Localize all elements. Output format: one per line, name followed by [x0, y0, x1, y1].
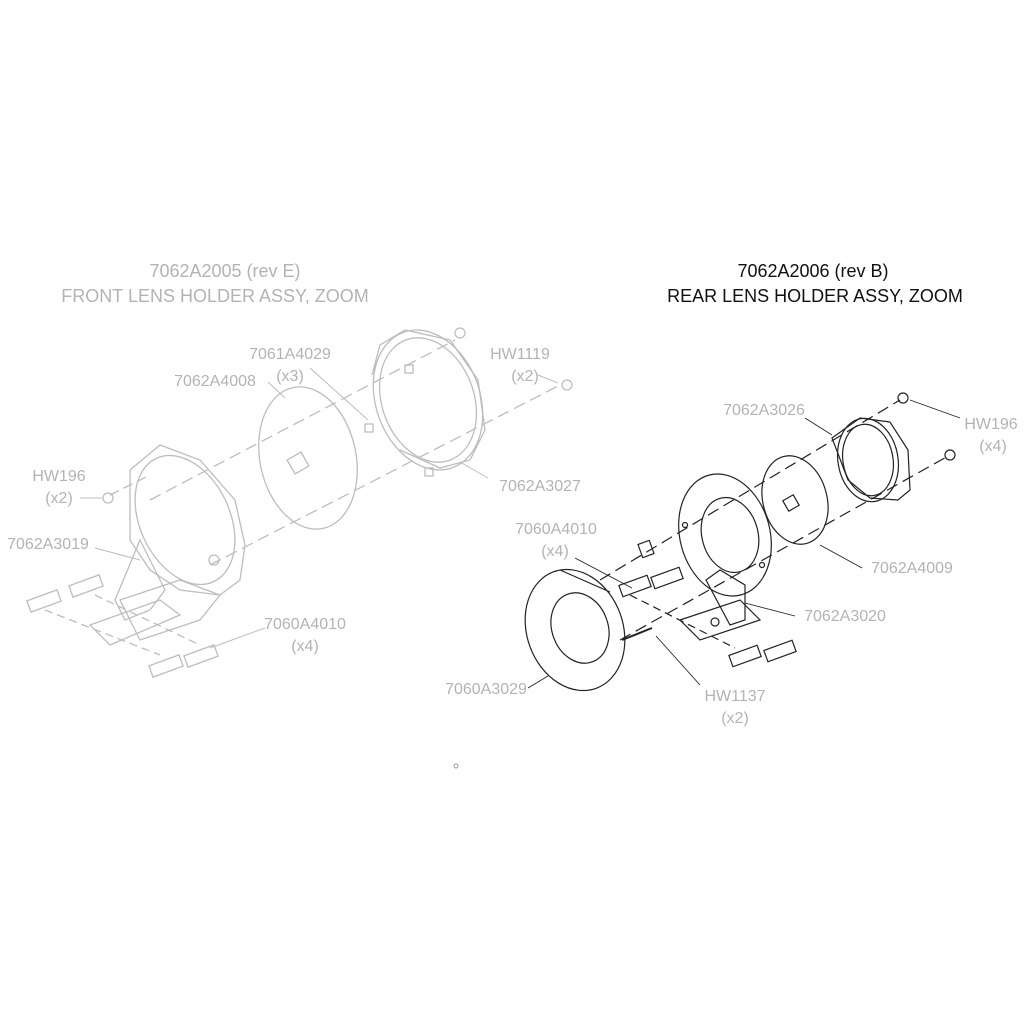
rear-plate-7060A3029 [524, 568, 626, 692]
rear-plate-middle [678, 473, 772, 597]
front-bracket-7062A3019 [88, 444, 246, 646]
front-callout-7062A3019: 7062A3019 [7, 536, 89, 553]
front-part-number: 7062A2005 (rev E) [149, 261, 301, 281]
rear-callout-7062A3020: 7062A3020 [804, 608, 886, 625]
front-hw1119-screws [454, 327, 573, 391]
rear-callout-hw1137: HW1137 [704, 688, 766, 705]
rear-callout-7060A4010-qty: (x4) [541, 543, 569, 560]
rear-callout-hw196-qty: (x4) [979, 438, 1007, 455]
front-callout-7061A4029-qty: (x3) [276, 368, 304, 385]
front-callout-7060A4010: 7060A4010 [264, 616, 346, 633]
rear-leaders [527, 399, 961, 689]
rear-pads-7060A4010 [618, 566, 797, 668]
front-axis-line-2 [209, 384, 561, 566]
rear-callout-7060A4010: 7060A4010 [515, 521, 597, 538]
rear-description: REAR LENS HOLDER ASSY, ZOOM [667, 286, 963, 306]
rear-lens-7062A4009 [761, 455, 829, 545]
rear-callout-7060A3029: 7060A3029 [445, 681, 527, 698]
front-callout-hw1119: HW1119 [490, 346, 550, 363]
rear-assembly [524, 392, 961, 692]
rear-callout-hw1137-qty: (x2) [721, 710, 749, 727]
rear-hw1137 [621, 539, 655, 641]
front-callout-7060A4010-qty: (x4) [291, 638, 319, 655]
front-hw196-nut-2 [208, 554, 220, 566]
front-callout-7061A4029: 7061A4029 [249, 346, 331, 363]
front-axis-line [149, 339, 456, 501]
rear-ring-7062A3026 [831, 417, 911, 503]
front-pads-7060A4010 [26, 574, 219, 678]
front-hw196-nut [102, 492, 114, 504]
front-assembly [26, 327, 573, 678]
front-callout-hw196-qty: (x2) [45, 490, 73, 507]
rear-callout-7062A4009: 7062A4009 [871, 560, 953, 577]
front-callout-hw1119-qty: (x2) [511, 368, 539, 385]
front-leaders [80, 367, 559, 649]
rear-callout-7062A3026: 7062A3026 [723, 402, 805, 419]
rear-bracket-7062A3020 [678, 569, 762, 641]
front-ring-7062A3027 [364, 329, 486, 477]
front-description: FRONT LENS HOLDER ASSY, ZOOM [61, 286, 369, 306]
front-callout-hw196: HW196 [32, 468, 86, 485]
front-callout-7062A4008: 7062A4008 [174, 373, 256, 390]
rear-part-number: 7062A2006 (rev B) [737, 261, 889, 281]
rear-callout-hw196: HW196 [964, 416, 1018, 433]
stray-mark [453, 763, 459, 769]
rear-axis-line [599, 399, 901, 581]
front-lens-7062A4008 [258, 386, 358, 530]
front-callout-7062A3027: 7062A3027 [499, 478, 581, 495]
rear-hw196-nuts [897, 392, 956, 461]
rear-axis-line-2 [619, 454, 951, 641]
